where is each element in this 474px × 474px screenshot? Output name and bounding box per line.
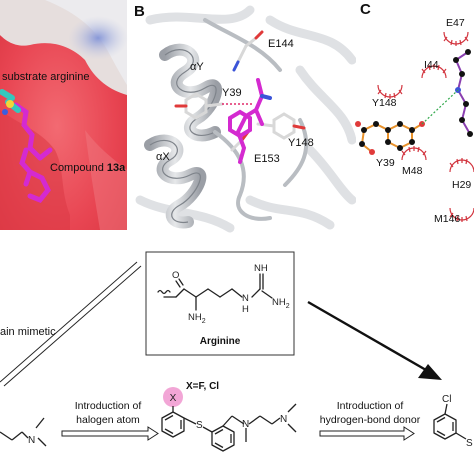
residue-e144 [232, 30, 264, 72]
right-atom-cl: Cl [442, 394, 451, 405]
step2-line2: hydrogen-bond donor [320, 414, 421, 426]
arg-atom-nh2-terminal: NH2 [272, 297, 290, 310]
right-atom-s: S [466, 438, 473, 449]
middle-atom-n1: N [242, 419, 249, 430]
label-c-h29: H29 [452, 179, 471, 191]
arrow-to-right [307, 300, 427, 372]
label-c-y148: Y148 [372, 97, 397, 109]
label-alpha-y: αY [190, 61, 204, 73]
left-atom-n: N [28, 435, 35, 446]
arg-atom-n-amide: N [242, 293, 249, 304]
label-e144: E144 [268, 38, 294, 50]
helix-alpha-x-edge [149, 139, 201, 224]
label-c-m48: M48 [402, 165, 423, 177]
panel-b-letter: B [134, 3, 145, 20]
label-c-m146: M146 [434, 213, 460, 225]
chain-mimetic-label: ain mimetic [0, 326, 56, 338]
panel-a: substrate arginine Compound 13a [0, 0, 128, 230]
label-y39: Y39 [222, 87, 242, 99]
ligand-13a-sticks [228, 78, 272, 164]
step1-line1: Introduction of [75, 400, 142, 412]
protein-ribbons-background [135, 5, 357, 233]
middle-compound: X S N N X=F, Cl [161, 381, 297, 452]
label-c-y39: Y39 [376, 157, 395, 169]
panel-c: C [355, 0, 474, 230]
residue-arc-h29 [449, 158, 474, 173]
arginine-structure [157, 273, 273, 311]
residue-y39-2d [355, 121, 425, 155]
arrow-to-left [0, 261, 142, 387]
substrate-arginine-sticks [0, 89, 21, 115]
step2-arrow [319, 426, 415, 441]
helix-alpha-y-edge [164, 49, 217, 137]
residue-arc-i44 [421, 64, 447, 79]
label-compound-13a: Compound 13a [50, 162, 126, 174]
arrow-to-right-head [418, 364, 442, 380]
panel-c-letter: C [360, 1, 371, 18]
arg-atom-h-amide: H [242, 304, 249, 315]
right-partial-compound: Cl S [433, 394, 473, 449]
hbond-y39-ligand-2d [421, 89, 459, 125]
label-substrate-arginine: substrate arginine [2, 71, 89, 83]
middle-atom-x: X [170, 393, 177, 404]
arg-atom-nh2-alpha: NH2 [188, 312, 206, 325]
middle-atom-n2: N [280, 414, 287, 425]
arg-atom-nh-imine: NH [254, 263, 268, 274]
arginine-box [145, 251, 295, 356]
residue-arc-m48 [401, 146, 427, 161]
left-partial-compound [0, 417, 47, 447]
step1-line2: halogen atom [76, 414, 140, 426]
halogen-label: X=F, Cl [186, 381, 219, 392]
design-scheme: O NH N H NH2 NH2 Arginine ain mimetic N … [0, 251, 473, 452]
residue-arc-e47 [443, 31, 469, 46]
compound-13a-sticks [13, 102, 53, 204]
label-y148: Y148 [288, 137, 314, 149]
label-e153: E153 [254, 153, 280, 165]
label-c-e47: E47 [446, 17, 465, 29]
halogen-highlight [163, 387, 183, 407]
label-c-i44: I44 [424, 59, 439, 71]
middle-atom-s: S [196, 420, 203, 431]
residue-y39 [174, 92, 224, 120]
step1-arrow [61, 426, 159, 441]
panel-b: B [130, 0, 357, 233]
arg-atom-o: O [172, 270, 179, 281]
residue-arc-y148 [377, 84, 403, 99]
arginine-label: Arginine [200, 336, 241, 347]
residue-arc-m146 [449, 207, 474, 222]
step2-line1: Introduction of [337, 400, 404, 412]
label-alpha-x: αX [156, 151, 170, 163]
